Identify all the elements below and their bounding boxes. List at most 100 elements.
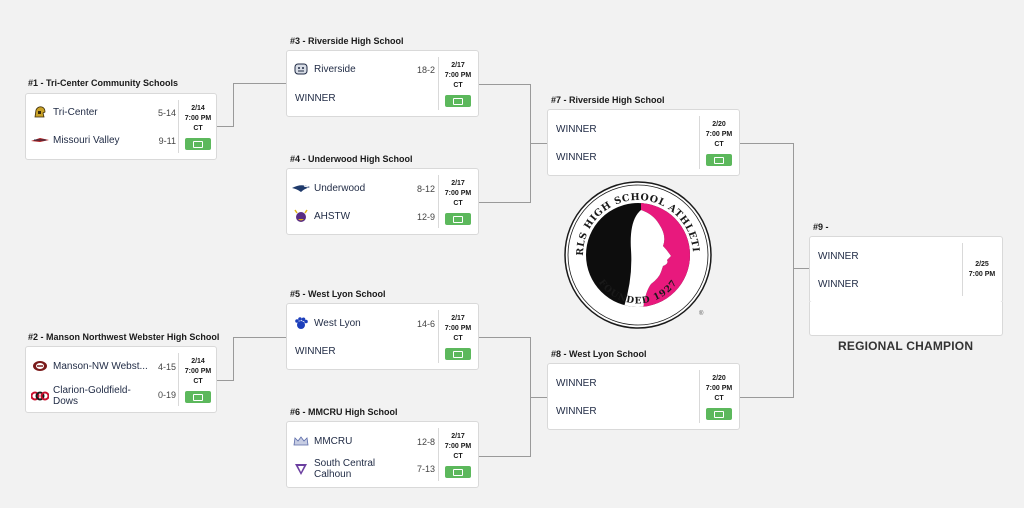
game-date: 2/25 [975,261,989,268]
game-5-card[interactable]: West Lyon 14-6 WINNER 2/17 7:00 PM CT [286,303,479,370]
divider [699,370,700,423]
team-name: Tri-Center [53,106,98,118]
team-record: 5-14 [157,108,176,118]
game-3-card[interactable]: Riverside 18-2 WINNER 2/17 7:00 PM CT [286,50,479,117]
game-8-schedule: 2/20 7:00 PM CT [699,374,739,404]
watch-button[interactable] [445,466,471,478]
game-1-team-1[interactable]: Tri-Center [26,102,98,122]
game-time: 7:00 PM [705,131,733,138]
game-4-team-1[interactable]: Underwood [287,178,365,198]
game-time: 7:00 PM [444,443,472,450]
game-5-team-2[interactable]: WINNER [287,341,336,361]
team-name: AHSTW [314,210,351,222]
watch-button[interactable] [445,348,471,360]
game-3-label: #3 - Riverside High School [290,36,404,46]
game-time: 7:00 PM [184,115,212,122]
game-9-team-1[interactable]: WINNER [810,246,859,266]
champion-label: REGIONAL CHAMPION [838,339,974,353]
divider [438,428,439,481]
connector [740,143,793,144]
game-time: 7:00 PM [184,368,212,375]
connector [217,126,233,127]
ighsau-logo: IOWA GIRLS HIGH SCHOOL ATHLETIC UNION FO… [557,172,713,330]
team-name: WINNER [818,278,859,290]
team-name: WINNER [556,405,597,417]
connector [479,337,531,338]
game-2-team-1[interactable]: Manson-NW Webst... [26,356,148,376]
team-name: West Lyon [314,317,361,329]
tv-icon [193,393,203,401]
watch-button[interactable] [706,154,732,166]
game-4-schedule: 2/17 7:00 PM CT [438,179,478,209]
game-9-label: #9 - [813,222,829,232]
divider [438,175,439,228]
connector [233,83,287,84]
game-4-team-2[interactable]: AHSTW [287,206,350,226]
game-5-schedule: 2/17 7:00 PM CT [438,314,478,344]
south-central-calhoun-icon [292,462,310,476]
game-3-team-2[interactable]: WINNER [287,88,336,108]
manson-logo-icon [31,359,49,373]
game-4-card[interactable]: Underwood 8-12 AHSTW 12-9 2/17 7:00 PM C… [286,168,479,235]
connector [233,337,287,338]
game-timezone: CT [453,82,463,89]
game-3-team-1[interactable]: Riverside [287,59,356,79]
team-name: WINNER [556,377,597,389]
game-2-card[interactable]: Manson-NW Webst... 4-15 Clarion-Goldfiel… [25,346,217,413]
game-5-team-1[interactable]: West Lyon [287,313,361,333]
clarion-logo-icon [31,389,49,403]
watch-button[interactable] [185,391,211,403]
game-1-team-2[interactable]: Missouri Valley [26,130,120,150]
divider [178,100,179,153]
missouri-valley-logo-icon [31,133,49,147]
game-time: 7:00 PM [444,72,472,79]
connector [479,456,531,457]
team-record: 14-6 [416,319,435,329]
divider [699,116,700,169]
game-date: 2/17 [451,62,465,69]
game-5-label: #5 - West Lyon School [290,289,386,299]
registered-mark: ® [699,311,704,317]
game-8-team-2[interactable]: WINNER [548,401,597,421]
team-name: Riverside [314,63,356,75]
game-9-card[interactable]: WINNER WINNER 2/25 7:00 PM [809,236,1003,303]
game-9-schedule: 2/25 7:00 PM [962,260,1002,280]
game-9-team-2[interactable]: WINNER [810,274,859,294]
game-time: 7:00 PM [444,190,472,197]
connector [530,143,548,144]
game-8-card[interactable]: WINNER WINNER 2/20 7:00 PM CT [547,363,740,430]
game-6-team-1[interactable]: MMCRU [287,431,352,451]
connector [740,397,793,398]
watch-button[interactable] [185,138,211,150]
team-record: 12-8 [416,437,435,447]
divider [962,243,963,296]
underwood-eagle-icon [292,181,310,195]
watch-button[interactable] [706,408,732,420]
game-7-card[interactable]: WINNER WINNER 2/20 7:00 PM CT [547,109,740,176]
trojan-helmet-icon [31,105,49,119]
game-timezone: CT [193,378,203,385]
game-6-schedule: 2/17 7:00 PM CT [438,432,478,462]
game-8-team-1[interactable]: WINNER [548,373,597,393]
riverside-bulldog-icon [292,62,310,76]
tv-icon [453,468,463,476]
team-name: WINNER [295,345,336,357]
team-name: MMCRU [314,435,353,447]
game-1-card[interactable]: Tri-Center 5-14 Missouri Valley 9-11 2/1… [25,93,217,160]
watch-button[interactable] [445,95,471,107]
west-lyon-paw-icon [292,316,310,330]
game-timezone: CT [453,200,463,207]
game-date: 2/17 [451,315,465,322]
game-date: 2/17 [451,180,465,187]
champion-slot [809,302,1003,336]
ahstw-viking-icon [292,209,310,223]
team-name: WINNER [556,151,597,163]
game-7-team-2[interactable]: WINNER [548,147,597,167]
game-timezone: CT [453,453,463,460]
watch-button[interactable] [445,213,471,225]
tv-icon [453,350,463,358]
game-2-team-2[interactable]: Clarion-Goldfield-Dows [26,384,131,408]
game-7-team-1[interactable]: WINNER [548,119,597,139]
